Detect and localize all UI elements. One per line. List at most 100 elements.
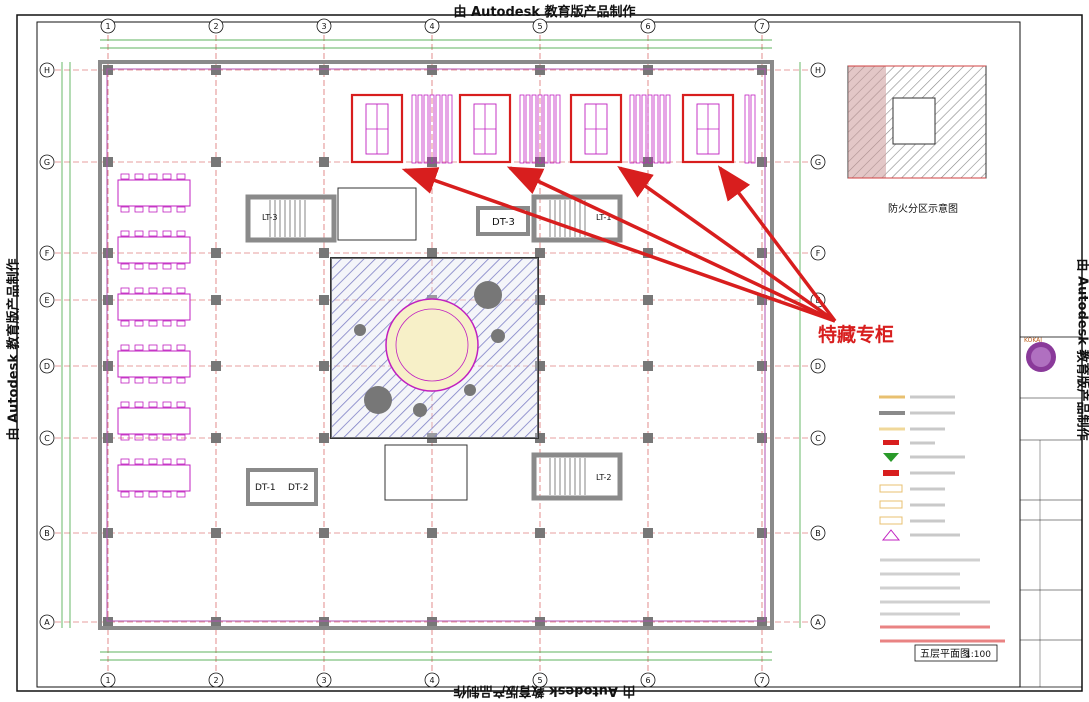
bookshelf: [630, 95, 634, 163]
bookshelf: [550, 95, 554, 163]
bookshelf: [412, 95, 416, 163]
chair: [177, 378, 185, 383]
chair: [149, 435, 157, 440]
chair: [163, 231, 171, 236]
structural-column: [427, 528, 437, 538]
structural-column: [535, 157, 545, 167]
bookshelf: [636, 95, 640, 163]
structural-column: [643, 65, 653, 75]
chair: [163, 345, 171, 350]
bookshelf: [751, 95, 755, 163]
planter-5: [354, 324, 366, 336]
bookshelf: [526, 95, 530, 163]
axis-label-col-3-bottom: 3: [321, 676, 326, 685]
chair: [135, 288, 143, 293]
chair: [149, 378, 157, 383]
stair-lt3-label: LT-3: [262, 213, 277, 222]
structural-column: [211, 248, 221, 258]
planter-4: [491, 329, 505, 343]
axis-label-row-H-left: H: [44, 66, 50, 75]
axis-label-row-G-left: G: [44, 158, 50, 167]
bookshelf: [660, 95, 664, 163]
reading-table: [118, 465, 190, 491]
chair: [177, 459, 185, 464]
notes-red-lines: [880, 627, 1005, 641]
bookshelf: [556, 95, 560, 163]
atrium-circle: [386, 299, 478, 391]
bookshelf: [436, 95, 440, 163]
structural-column: [211, 433, 221, 443]
chair: [121, 492, 129, 497]
chair: [177, 435, 185, 440]
structural-column: [103, 528, 113, 538]
structural-column: [319, 248, 329, 258]
chair: [135, 378, 143, 383]
chair: [177, 264, 185, 269]
chair: [121, 174, 129, 179]
notes-lines: [880, 560, 990, 614]
chair: [163, 492, 171, 497]
axis-label-col-7-bottom: 7: [759, 676, 764, 685]
reading-table: [118, 237, 190, 263]
axis-label-row-C-right: C: [815, 434, 821, 443]
chair: [135, 174, 143, 179]
bookshelf: [648, 95, 652, 163]
restroom-block-2: [385, 445, 467, 500]
title-block-company: KOKAI: [1024, 337, 1042, 344]
annotation-label: 特藏专柜: [818, 320, 894, 347]
chair: [163, 378, 171, 383]
axis-label-col-4-top: 4: [429, 22, 434, 31]
axis-label-col-2-top: 2: [213, 22, 218, 31]
legend: [879, 397, 905, 540]
axis-label-row-C-left: C: [44, 434, 50, 443]
axis-label-row-E-left: E: [44, 296, 49, 305]
structural-column: [211, 65, 221, 75]
chair: [149, 231, 157, 236]
chair: [121, 231, 129, 236]
chair: [121, 264, 129, 269]
fire-zone-inset: [848, 66, 986, 178]
bookshelf: [418, 95, 422, 163]
structural-column: [211, 361, 221, 371]
restroom-block: [338, 188, 416, 240]
chair: [163, 288, 171, 293]
reading-table: [118, 294, 190, 320]
chair: [149, 174, 157, 179]
structural-column: [535, 65, 545, 75]
axis-label-col-3-top: 3: [321, 22, 326, 31]
chair: [121, 207, 129, 212]
structural-column: [103, 157, 113, 167]
structural-column: [211, 157, 221, 167]
structural-column: [211, 617, 221, 627]
chair: [177, 174, 185, 179]
chair: [177, 321, 185, 326]
chair: [135, 231, 143, 236]
drawing-title: 五层平面图: [920, 648, 970, 660]
axis-label-col-6-bottom: 6: [645, 676, 650, 685]
structural-column: [103, 295, 113, 305]
bookshelf: [544, 95, 548, 163]
structural-column: [319, 157, 329, 167]
bookshelf: [442, 95, 446, 163]
bookshelf: [532, 95, 536, 163]
structural-column: [319, 433, 329, 443]
chair: [163, 402, 171, 407]
elevator-dt1-label: DT-1: [255, 483, 276, 493]
axis-label-row-A-right: A: [815, 618, 821, 627]
bookshelf: [424, 95, 428, 163]
stair-lt3: [248, 197, 334, 240]
stair-lt2-label: LT-2: [596, 473, 611, 482]
chair: [149, 207, 157, 212]
bookshelf: [642, 95, 646, 163]
chair: [177, 288, 185, 293]
axis-label-row-B-left: B: [44, 529, 50, 538]
chair: [121, 402, 129, 407]
chair: [163, 174, 171, 179]
structural-column: [643, 295, 653, 305]
chair: [149, 321, 157, 326]
special-cabinets: [352, 95, 733, 162]
structural-column: [643, 433, 653, 443]
structural-column: [427, 157, 437, 167]
chair: [135, 345, 143, 350]
